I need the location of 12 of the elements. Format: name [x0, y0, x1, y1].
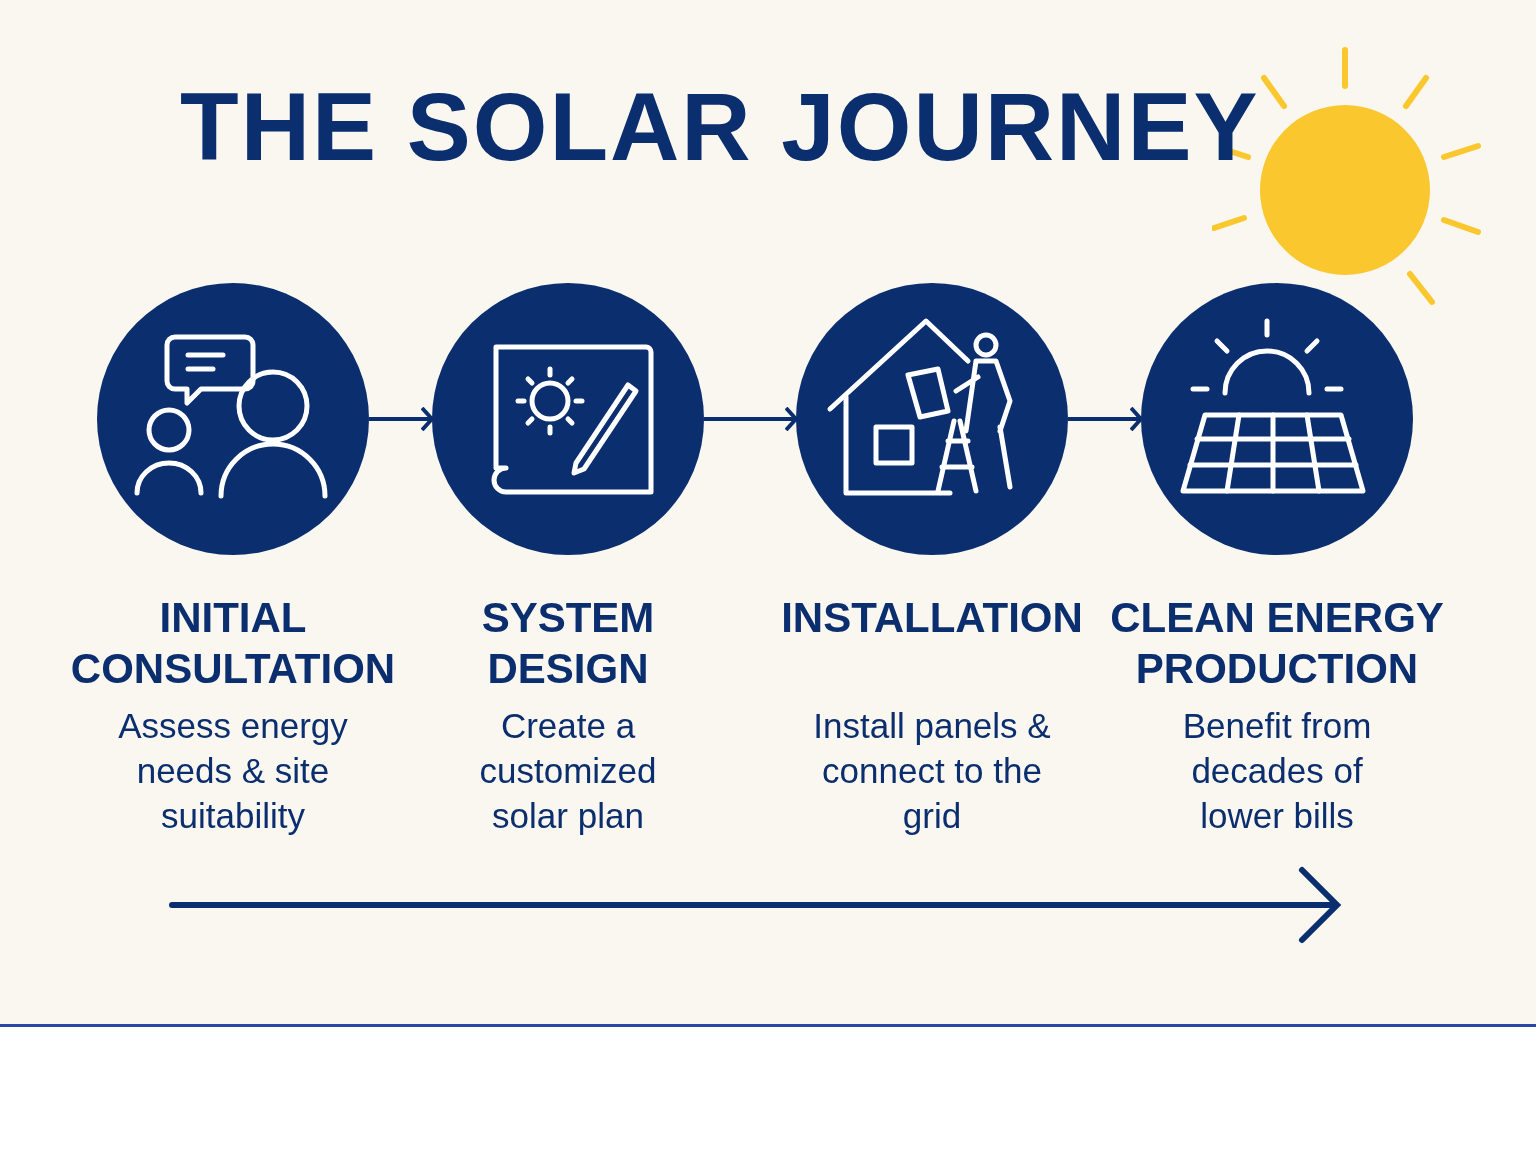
step-description: Benefit from decades of lower bills — [1181, 705, 1373, 837]
step-heading: INITIAL CONSULTATION — [69, 593, 397, 694]
step-heading: INSTALLATION — [781, 593, 1083, 643]
arrow — [704, 406, 798, 432]
step-description: Assess energy needs & site suitability — [117, 705, 349, 837]
step-heading: SYSTEM DESIGN — [480, 593, 656, 694]
step-heading: CLEAN ENERGY PRODUCTION — [1109, 593, 1445, 694]
arrow — [369, 406, 434, 432]
title: THE SOLAR JOURNEY — [180, 72, 1260, 182]
step-description: Install panels & connect to the grid — [812, 705, 1052, 837]
arrow — [1068, 406, 1143, 432]
step-description: Create a customized solar plan — [478, 705, 658, 837]
